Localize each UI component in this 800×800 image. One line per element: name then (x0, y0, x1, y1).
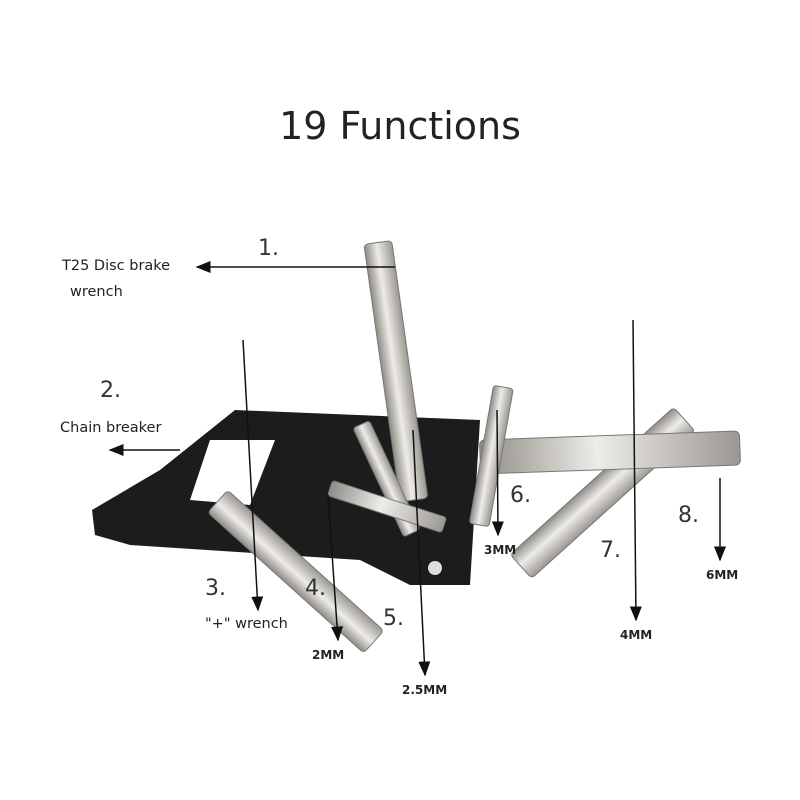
callout-5-label: 2.5MM (402, 683, 448, 697)
callout-3-label: "+" wrench (205, 616, 288, 632)
callout-3-number: 3. (205, 576, 226, 601)
callout-7-label: 4MM (620, 628, 653, 642)
callout-2-label: Chain breaker (60, 420, 162, 436)
callout-4-number: 4. (305, 576, 326, 601)
callout-4-label: 2MM (312, 648, 345, 662)
callout-6-label: 3MM (484, 543, 517, 557)
callout-5-number: 5. (383, 606, 404, 631)
callout-2-number: 2. (100, 378, 121, 403)
callout-8-number: 8. (678, 503, 699, 528)
callout-1-label: T25 Disc brake (62, 258, 171, 274)
leader-lines (108, 261, 726, 677)
tool-bits (208, 240, 741, 652)
page-title: 19 Functions (279, 104, 521, 148)
callout-8-label: 6MM (706, 568, 739, 582)
callout-1-number: 1. (258, 236, 279, 261)
callout-6-number: 6. (510, 483, 531, 508)
callout-7-number: 7. (600, 538, 621, 563)
callout-1-label-line2: wrench (70, 284, 123, 300)
